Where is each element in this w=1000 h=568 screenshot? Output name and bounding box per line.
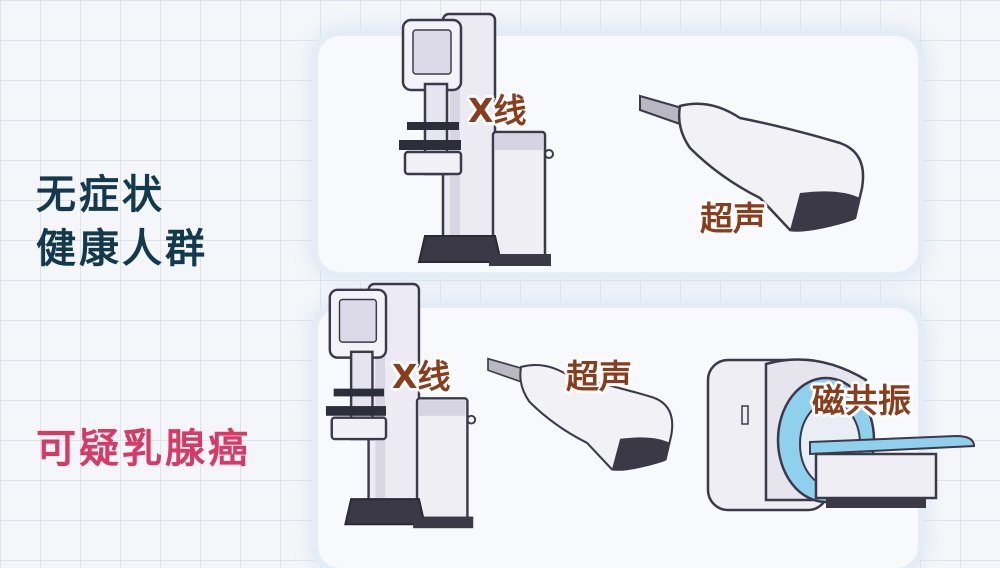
- mri-scanner-icon: [706, 358, 976, 512]
- mammography-machine-icon: [399, 12, 554, 266]
- suspected-group-label: 可疑乳腺癌: [36, 426, 251, 472]
- top-xray-label: X线: [468, 91, 527, 130]
- healthy-group-label: 无症状 健康人群: [36, 168, 208, 276]
- healthy-label-line1: 无症状: [36, 172, 165, 218]
- mammography-machine-icon: [325, 282, 477, 529]
- healthy-label-line2: 健康人群: [36, 226, 208, 272]
- ultrasound-probe-icon: [487, 357, 674, 471]
- top-ultrasound-label: 超声: [700, 199, 766, 238]
- bottom-xray-label: X线: [392, 357, 451, 396]
- ultrasound-probe-icon: [639, 94, 865, 232]
- bottom-mri-label: 磁共振: [812, 381, 911, 420]
- bottom-ultrasound-label: 超声: [566, 357, 632, 396]
